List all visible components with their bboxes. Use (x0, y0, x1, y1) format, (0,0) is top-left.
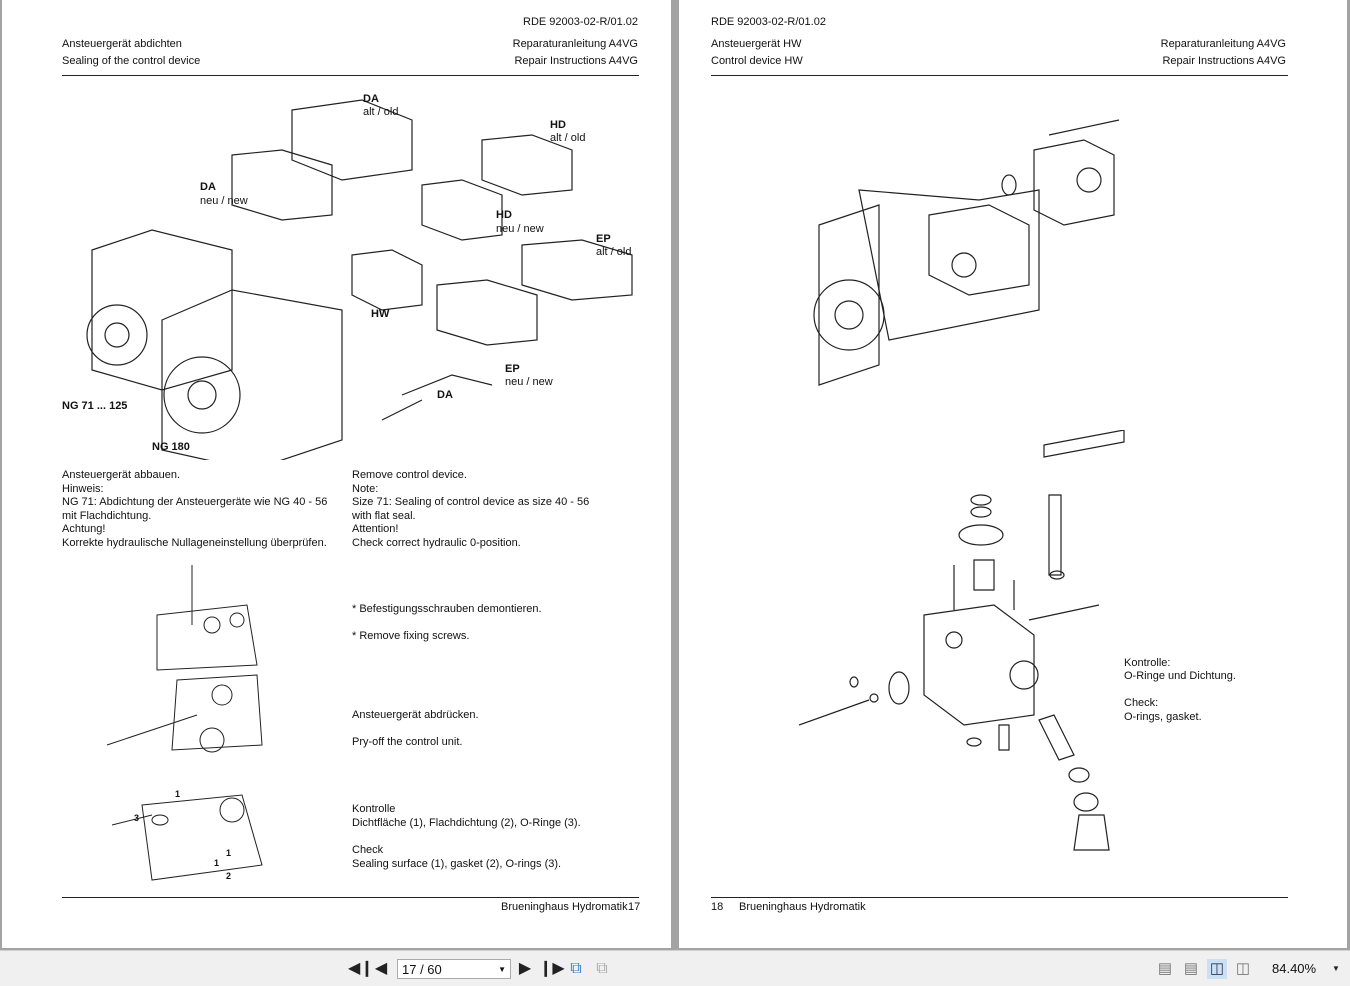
next-page-icon[interactable]: ▶ (518, 960, 532, 977)
step2-de: Ansteuergerät abdrücken. (352, 709, 479, 721)
page-title-en: Control device HW (711, 55, 803, 67)
continuous-view-icon[interactable]: ▤ (1183, 960, 1199, 977)
check-de-title: Kontrolle: (1124, 657, 1171, 669)
label-da-old-sub: alt / old (363, 106, 399, 118)
check-de: O-Ringe und Dichtung. (1124, 670, 1236, 682)
step3-en: Sealing surface (1), gasket (2), O-rings… (352, 858, 562, 870)
step3-en-title: Check (352, 844, 384, 856)
label-ng71: NG 71 ... 125 (62, 400, 128, 412)
pump-with-hw-control-drawing (799, 115, 1129, 390)
callout-1b: 1 (226, 848, 232, 858)
step1-en: * Remove fixing screws. (352, 630, 470, 642)
prev-page-icon[interactable]: ◀ (374, 960, 388, 977)
zoom-level[interactable]: 84.40% (1272, 961, 1317, 976)
label-da-new-sub: neu / new (200, 195, 248, 207)
label-ng180: NG 180 (152, 441, 190, 453)
label-ep-old: EP (596, 233, 611, 245)
footer-company: Brueninghaus Hydromatik (739, 901, 866, 913)
manual-title-en: Repair Instructions A4VG (1162, 55, 1286, 67)
label-hd-old-sub: alt / old (550, 132, 586, 144)
page-title-de: Ansteuergerät HW (711, 38, 802, 50)
label-hd-new-sub: neu / new (496, 223, 544, 235)
instructions-en: Remove control device.Note:Size 71: Seal… (352, 469, 590, 549)
manual-title-de: Reparaturanleitung A4VG (1160, 38, 1286, 50)
page-number-field[interactable]: 17 / 60▼ (397, 959, 511, 979)
step1-de: * Befestigungsschrauben demontieren. (352, 603, 542, 615)
label-hw: HW (371, 308, 390, 320)
single-page-view-icon[interactable]: ▤ (1157, 960, 1173, 977)
header-rule (62, 75, 639, 76)
pdf-page-17: RDE 92003-02-R/01.02 Ansteuergerät abdic… (2, 0, 671, 948)
hw-control-exploded-drawing (798, 429, 1139, 860)
manual-title-en: Repair Instructions A4VG (514, 55, 638, 67)
callout-3: 3 (134, 813, 140, 823)
label-hd-old: HD (550, 119, 566, 131)
check-en-title: Check: (1124, 697, 1159, 709)
callout-1: 1 (175, 789, 181, 799)
callout-1c: 1 (214, 858, 220, 868)
callout-2: 2 (226, 871, 232, 881)
step2-en: Pry-off the control unit. (352, 736, 463, 748)
control-devices-exploded-drawing (62, 90, 642, 471)
two-page-view-icon[interactable]: ◫ (1207, 959, 1227, 979)
label-hd-new: HD (496, 209, 512, 221)
label-ep-new: EP (505, 363, 520, 375)
manual-title-de: Reparaturanleitung A4VG (512, 38, 638, 50)
label-da-bottom: DA (437, 389, 453, 401)
page-number: 17 (628, 901, 641, 913)
previous-view-icon[interactable]: ⧉ (570, 960, 582, 977)
check-en: O-rings, gasket. (1124, 711, 1202, 723)
last-page-icon[interactable]: ❙▶ (539, 960, 565, 977)
page-title-en: Sealing of the control device (62, 55, 201, 67)
disassembly-step-drawings (102, 565, 272, 895)
step3-de-title: Kontrolle (352, 803, 396, 815)
label-da-new: DA (200, 181, 216, 193)
first-page-icon[interactable]: ◀❙ (348, 960, 374, 977)
page-number: 18 (711, 901, 724, 913)
footer-rule (711, 897, 1288, 898)
zoom-dropdown-icon[interactable]: ▼ (1332, 964, 1340, 973)
doc-id: RDE 92003-02-R/01.02 (523, 16, 638, 28)
label-da-old: DA (363, 93, 379, 105)
chevron-down-icon[interactable]: ▼ (498, 965, 506, 974)
next-view-icon[interactable]: ⧉ (596, 960, 608, 977)
footer-company: Brueninghaus Hydromatik (501, 901, 628, 913)
footer-rule (62, 897, 639, 898)
instructions-de: Ansteuergerät abbauen.Hinweis:NG 71: Abd… (62, 469, 328, 549)
label-ep-old-sub: alt / old (596, 246, 632, 258)
page-title-de: Ansteuergerät abdichten (62, 38, 182, 50)
label-ep-new-sub: neu / new (505, 376, 553, 388)
header-rule (711, 75, 1288, 76)
two-page-continuous-view-icon[interactable]: ◫ (1235, 960, 1251, 977)
step3-de: Dichtfläche (1), Flachdichtung (2), O-Ri… (352, 817, 581, 829)
pdf-page-18: RDE 92003-02-R/01.02 Ansteuergerät HW Co… (679, 0, 1347, 948)
doc-id: RDE 92003-02-R/01.02 (711, 16, 826, 28)
pdf-navigation-toolbar: ◀❙ ◀ 17 / 60▼ ▶ ❙▶ ⧉ ⧉ ▤ ▤ ◫ ◫ 84.40% ▼ (0, 950, 1350, 986)
